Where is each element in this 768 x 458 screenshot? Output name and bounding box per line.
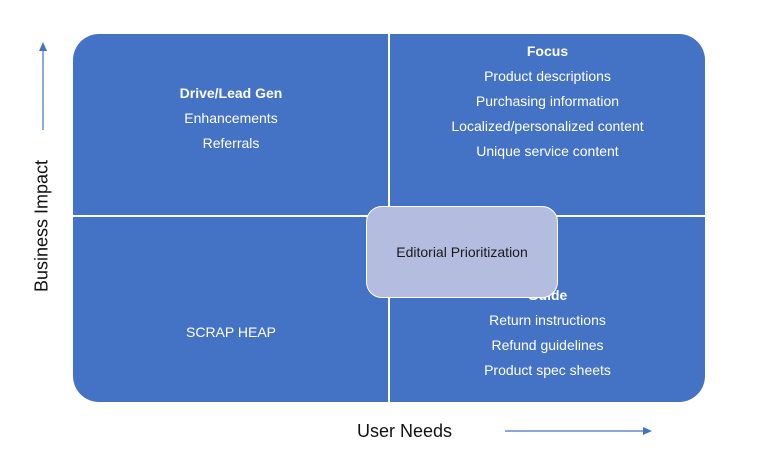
quadrant-item: Enhancements — [184, 110, 278, 126]
quadrant-scrap-heap: SCRAP HEAP — [73, 320, 389, 345]
quadrant-item: Unique service content — [476, 143, 619, 159]
quadrant-item: Localized/personalized content — [451, 118, 644, 134]
x-axis-arrow-icon — [505, 427, 652, 435]
quadrant-guide: Guide Return instructions Refund guideli… — [390, 283, 705, 383]
quadrant-drive-lead-gen: Drive/Lead Gen Enhancements Referrals — [73, 81, 389, 156]
quadrant-matrix: Drive/Lead Gen Enhancements Referrals Fo… — [73, 34, 705, 402]
y-axis-arrow-icon — [39, 42, 47, 130]
quadrant-title: SCRAP HEAP — [186, 324, 276, 340]
quadrant-item: Referrals — [202, 135, 260, 151]
quadrant-title: Drive/Lead Gen — [179, 85, 283, 101]
quadrant-item: Product descriptions — [484, 68, 611, 84]
quadrant-title: Focus — [526, 43, 569, 59]
y-axis-label: Business Impact — [31, 159, 52, 293]
center-label: Editorial Prioritization — [396, 244, 528, 260]
quadrant-item: Purchasing information — [475, 93, 620, 109]
quadrant-item: Product spec sheets — [484, 362, 611, 378]
quadrant-item: Refund guidelines — [491, 337, 604, 353]
quadrant-item: Return instructions — [489, 312, 606, 328]
center-box-editorial-prioritization: Editorial Prioritization — [366, 206, 558, 298]
quadrant-focus: Focus Product descriptions Purchasing in… — [390, 39, 705, 164]
x-axis-label: User Needs — [357, 421, 453, 441]
